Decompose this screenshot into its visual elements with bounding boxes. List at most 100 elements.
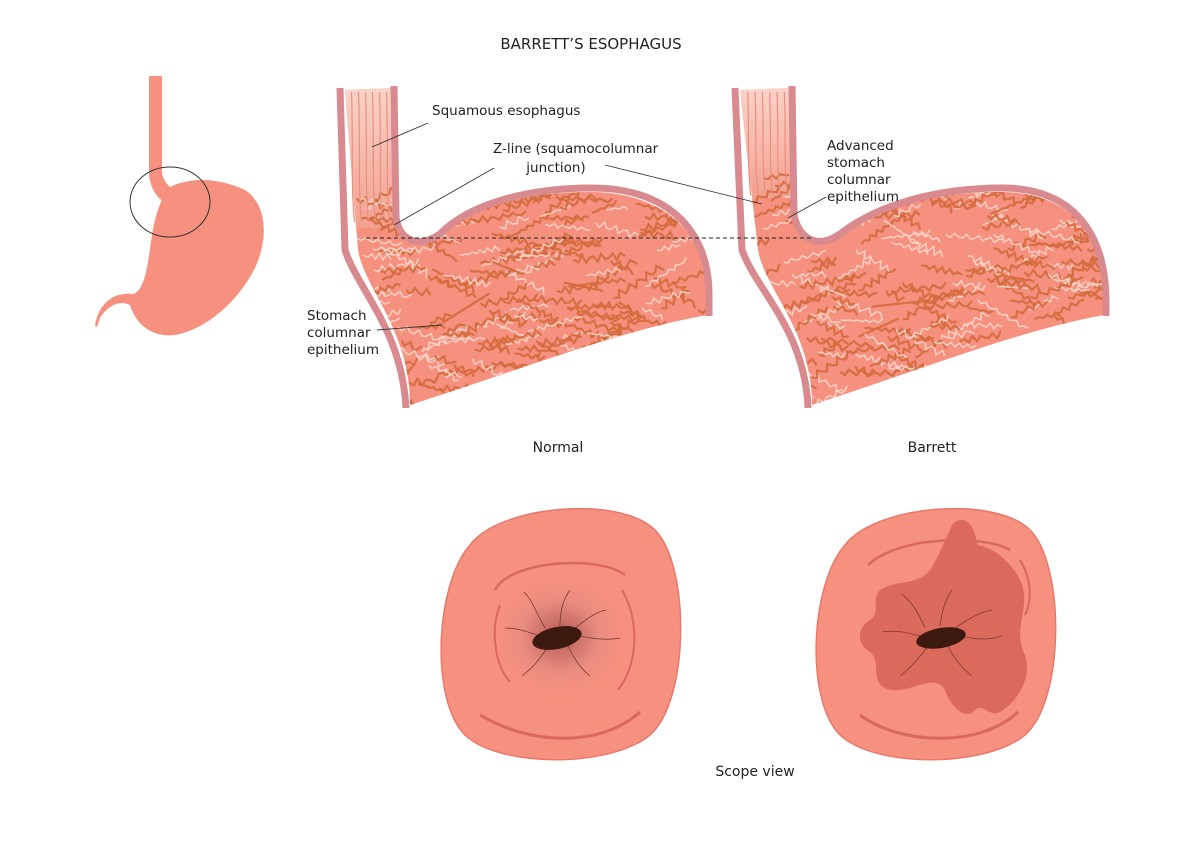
normal-mucosal-fold xyxy=(483,402,539,405)
normal-mucosal-fold xyxy=(480,293,539,308)
scope-view-normal xyxy=(440,507,682,761)
barrett-mucosal-fold xyxy=(994,366,1029,378)
barrett-mucosal-fold xyxy=(913,334,935,343)
normal-mucosal-fold xyxy=(555,194,613,204)
normal-mucosal-fold xyxy=(678,381,708,404)
barrett-mucosal-fold xyxy=(932,377,974,404)
barrett-mucosal-fold xyxy=(833,305,859,316)
normal-mucosal-fold xyxy=(641,307,664,321)
barrett-mucosal-fold xyxy=(1084,370,1105,382)
normal-mucosal-fold xyxy=(690,409,736,418)
label-squamous-esophagus: Squamous esophagus xyxy=(432,103,580,119)
barrett-esophagus-striation xyxy=(783,91,788,196)
barrett-mucosal-fold xyxy=(848,343,900,355)
normal-mucosal-fold xyxy=(667,382,708,396)
barrett-mucosal-fold xyxy=(993,247,1033,267)
barrett-mucosal-fold xyxy=(839,368,898,378)
barrett-mucosal-fold xyxy=(811,385,848,405)
normal-mucosal-fold xyxy=(395,403,439,405)
barrett-mucosal-fold xyxy=(942,201,976,211)
barrett-mucosal-fold xyxy=(1034,310,1062,320)
caption-scope-view: Scope view xyxy=(715,764,794,780)
normal-mucosal-fold xyxy=(514,352,546,362)
barrett-mucosal-fold xyxy=(974,358,1021,375)
normal-mucosal-fold xyxy=(552,391,586,403)
barrett-mucosal-fold xyxy=(1014,161,1055,183)
normal-mucosal-fold xyxy=(631,353,675,366)
barrett-mucosal-fold xyxy=(1077,396,1105,405)
barrett-mucosal-fold xyxy=(1097,321,1105,333)
normal-mucosal-fold xyxy=(368,285,413,298)
barrett-mucosal-fold xyxy=(1059,172,1100,181)
normal-mucosal-fold xyxy=(619,410,641,424)
normal-mucosal-fold xyxy=(677,354,708,372)
barrett-mucosal-fold xyxy=(1064,358,1105,379)
barrett-mucosal-fold xyxy=(1019,333,1056,352)
normal-mucosal-fold xyxy=(506,271,545,296)
barrett-mucosal-fold xyxy=(867,399,892,405)
normal-mucosal-fold xyxy=(576,311,621,323)
barrett-mucosal-fold xyxy=(895,363,917,373)
barrett-mucosal-fold xyxy=(841,318,883,324)
normal-mucosal-fold xyxy=(432,268,475,294)
barrett-mucosal-fold xyxy=(893,202,921,218)
normal-inner-wall xyxy=(390,85,713,316)
barrett-mucosal-fold xyxy=(894,153,930,179)
normal-mucosal-fold xyxy=(513,314,539,322)
barrett-mucosal-fold xyxy=(987,275,1041,294)
normal-esophagus-striation xyxy=(350,91,356,223)
normal-mucosal-fold xyxy=(599,352,640,370)
barrett-mucosal-fold xyxy=(895,401,918,405)
barrett-mucosal-fold xyxy=(1106,312,1139,320)
normal-mucosal-fold xyxy=(581,380,606,398)
barrett-mucosal-fold xyxy=(746,390,770,397)
barrett-mucosal-fold xyxy=(958,372,979,388)
barrett-mucosal-fold xyxy=(1091,340,1105,359)
barrett-mucosal-fold xyxy=(1074,191,1105,211)
barrett-mucosal-fold xyxy=(978,393,1024,405)
barrett-mucosal-fold xyxy=(1010,302,1036,319)
barrett-mucosal-fold xyxy=(948,285,986,302)
normal-mucosal-fold xyxy=(460,245,501,256)
barrett-mucosal-fold xyxy=(942,357,973,366)
barrett-mucosal-fold xyxy=(965,263,1004,279)
normal-mucosal-fold xyxy=(639,227,675,241)
barrett-mucosal-fold xyxy=(1093,398,1105,405)
label-stomach-line3: epithelium xyxy=(307,342,379,358)
normal-mucosal-fold xyxy=(434,354,457,365)
normal-mucosal-fold xyxy=(677,360,708,373)
normal-esophagus-striation xyxy=(371,91,377,223)
normal-mucosal-fold xyxy=(653,277,687,289)
barrett-mucosal-fold xyxy=(1004,275,1035,283)
leader-lines xyxy=(371,122,827,331)
normal-mucosal-fold xyxy=(437,364,497,377)
barrett-mucosal-fold xyxy=(745,388,769,403)
normal-mucosal-fold xyxy=(599,372,642,403)
normal-mucosal-fold xyxy=(566,305,620,321)
normal-mucosal-fold xyxy=(545,222,590,232)
normal-mucosal-fold xyxy=(591,200,617,214)
normal-mucosal-fold xyxy=(588,389,637,405)
barrett-mucosal-fold xyxy=(996,255,1048,274)
normal-mucosal-fold xyxy=(698,386,708,405)
barrett-mucosal-fold xyxy=(770,185,796,202)
normal-mucosal-fold xyxy=(630,343,670,356)
barrett-mucosal-fold xyxy=(946,367,971,380)
barrett-mucosal-fold xyxy=(877,395,926,405)
barrett-mucosal-fold xyxy=(905,380,939,396)
normal-mucosal-fold xyxy=(499,311,542,325)
normal-mucosal-fold xyxy=(453,364,475,378)
barrett-mucosal-fold xyxy=(945,232,1004,244)
barrett-mucosal-fold xyxy=(887,334,923,353)
barrett-mucosal-fold xyxy=(974,351,1023,386)
normal-mucosal-fold xyxy=(661,400,705,405)
normal-mucosal-fold xyxy=(539,317,579,331)
normal-mucosal-fold xyxy=(446,391,502,403)
barrett-mucosal-fold xyxy=(763,380,798,396)
barrett-mucosal-fold xyxy=(987,212,1016,224)
normal-mucosal-fold xyxy=(610,313,667,328)
barrett-mucosal-fold xyxy=(1007,232,1047,252)
normal-mucosal-fold xyxy=(443,274,491,289)
label-zline-line1: Z-line (squamocolumnar xyxy=(493,141,659,157)
normal-mucosal-fold xyxy=(533,333,582,357)
